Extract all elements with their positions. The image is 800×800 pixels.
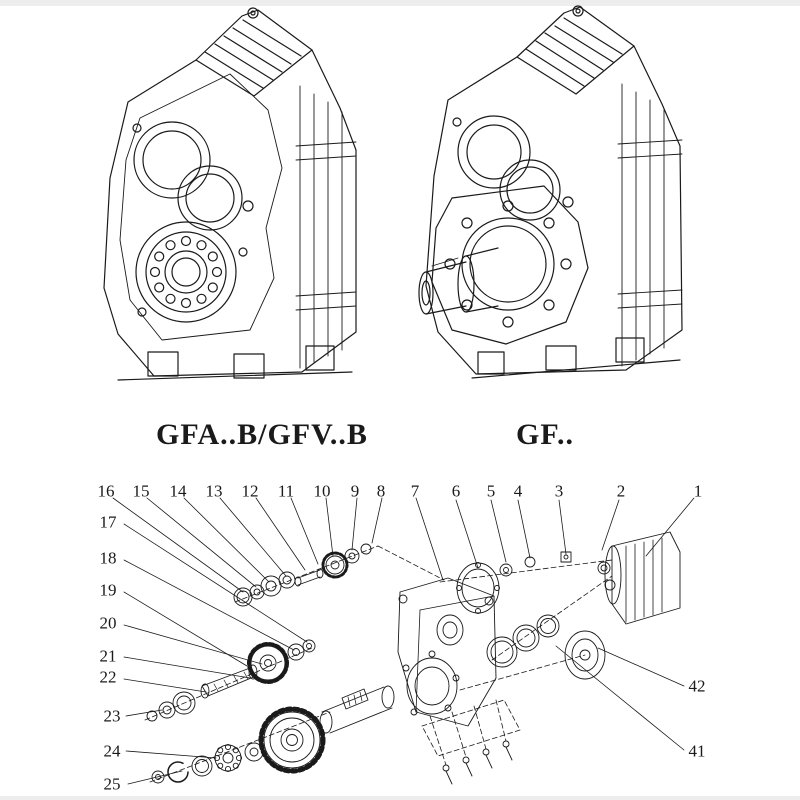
page-edge-top xyxy=(0,0,800,6)
callout-19: 19 xyxy=(99,580,117,600)
input-shaft-parts xyxy=(233,543,372,607)
callout-25: 25 xyxy=(103,774,121,794)
model-label-left: GFA..B/GFV..B xyxy=(156,418,368,451)
callout-13: 13 xyxy=(205,481,223,501)
callout-3: 3 xyxy=(554,481,564,501)
output-shaft xyxy=(418,247,499,315)
callout-15: 15 xyxy=(132,481,150,501)
exploded-view xyxy=(112,497,695,785)
callout-8: 8 xyxy=(376,481,386,501)
callout-1: 1 xyxy=(693,481,703,501)
model-label-right: GF.. xyxy=(516,418,574,451)
callout-5: 5 xyxy=(486,481,496,501)
alignment-axes xyxy=(144,545,613,783)
callout-10: 10 xyxy=(313,481,331,501)
callout-11: 11 xyxy=(277,481,295,501)
callout-14: 14 xyxy=(169,481,187,501)
callout-6: 6 xyxy=(451,481,461,501)
callout-21: 21 xyxy=(99,646,117,666)
callout-16: 16 xyxy=(97,481,115,501)
callout-41: 41 xyxy=(688,741,706,761)
motor-side-parts xyxy=(456,531,681,680)
leader-lines xyxy=(112,497,695,785)
callout-24: 24 xyxy=(103,741,121,761)
callout-18: 18 xyxy=(99,548,117,568)
page-edge-bottom xyxy=(0,796,800,800)
callout-23: 23 xyxy=(103,706,121,726)
housing-bolts xyxy=(442,740,513,785)
callout-9: 9 xyxy=(350,481,360,501)
callout-22: 22 xyxy=(99,667,117,687)
callout-20: 20 xyxy=(99,613,117,633)
bearing-boss xyxy=(135,221,237,323)
gearbox-drawing-left xyxy=(103,7,357,381)
gear-housing xyxy=(397,577,497,727)
gearbox-drawing-right xyxy=(418,5,683,379)
callout-7: 7 xyxy=(410,481,420,501)
callout-17: 17 xyxy=(99,512,117,532)
callout-2: 2 xyxy=(616,481,626,501)
callout-42: 42 xyxy=(688,676,706,696)
intermediate-shaft-parts xyxy=(146,639,316,722)
callout-4: 4 xyxy=(513,481,523,501)
output-flange xyxy=(431,185,589,345)
callout-12: 12 xyxy=(241,481,259,501)
